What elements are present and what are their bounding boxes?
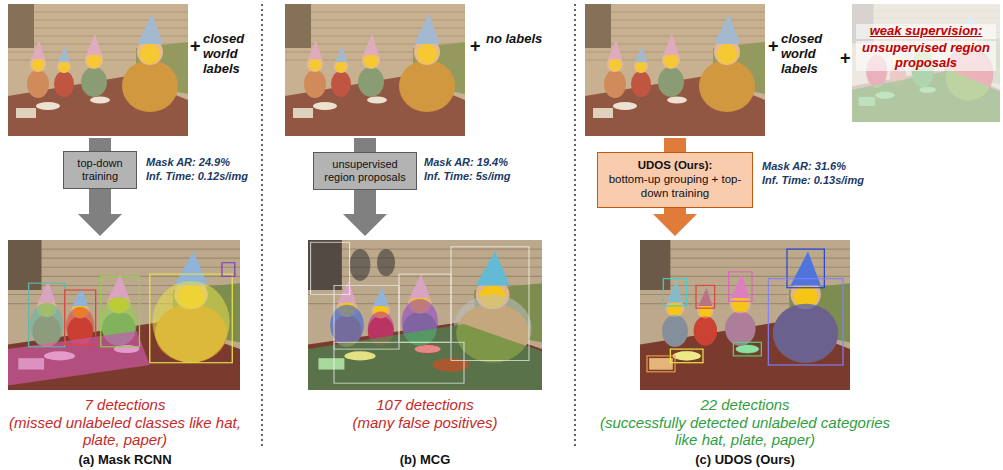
input-photo	[8, 4, 188, 136]
divider	[574, 4, 576, 446]
plus-sign: +	[840, 48, 851, 69]
box-title: UDOS (Ours):	[604, 159, 746, 173]
box-overlay	[647, 249, 843, 372]
metric-text: Mask AR: 24.9%	[146, 156, 230, 169]
mask-overlay	[8, 281, 230, 386]
result-caption: (many false positives)	[295, 414, 555, 431]
box-body: bottom-up grouping + top-down training	[604, 173, 746, 201]
input-photo	[285, 4, 465, 136]
panel-caption: (c) UDOS (Ours)	[625, 453, 865, 468]
metric-text: Inf. Time: 5s/img	[424, 170, 511, 183]
metric-text: Mask AR: 31.6%	[762, 160, 846, 173]
box-overlay	[29, 263, 235, 363]
result-caption: (missed unlabeled classes like hat, plat…	[0, 414, 250, 449]
plus-sign: +	[190, 36, 201, 57]
result-caption: 7 detections	[5, 396, 245, 413]
result-caption: 107 detections	[295, 396, 555, 413]
plus-sign: +	[768, 36, 779, 57]
metric-text: Inf. Time: 0.12s/img	[146, 170, 248, 183]
result-caption: 22 detections	[600, 396, 890, 413]
result-photo	[640, 240, 850, 390]
metric-text: Mask AR: 19.4%	[424, 156, 508, 169]
input-note: no labels	[486, 32, 566, 47]
proposal-photo	[852, 4, 1000, 122]
plus-sign: +	[470, 36, 481, 57]
box-title: unsupervised region proposals	[318, 158, 412, 184]
supervision-note: unsupervised region proposals	[856, 41, 996, 71]
input-note: closed world labels	[781, 32, 839, 77]
box-title: top-down training	[68, 157, 132, 183]
result-caption: (successfully detected unlabeled categor…	[595, 414, 895, 449]
metric-text: Inf. Time: 0.13s/img	[762, 174, 864, 187]
method-box: UDOS (Ours):bottom-up grouping + top-dow…	[597, 152, 753, 207]
box-overlay	[311, 242, 529, 383]
mask-overlay	[649, 251, 838, 369]
input-note: closed world labels	[203, 32, 261, 77]
result-photo	[8, 240, 240, 390]
method-box: unsupervised region proposals	[313, 152, 417, 190]
input-photo	[585, 4, 765, 136]
panel-caption: (b) MCG	[305, 453, 545, 468]
result-photo	[308, 240, 542, 390]
panel-caption: (a) Mask RCNN	[5, 453, 245, 468]
supervision-note: weak supervision:	[856, 24, 996, 39]
divider	[261, 4, 263, 446]
method-box: top-down training	[63, 151, 137, 189]
mask-overlay	[308, 240, 542, 390]
